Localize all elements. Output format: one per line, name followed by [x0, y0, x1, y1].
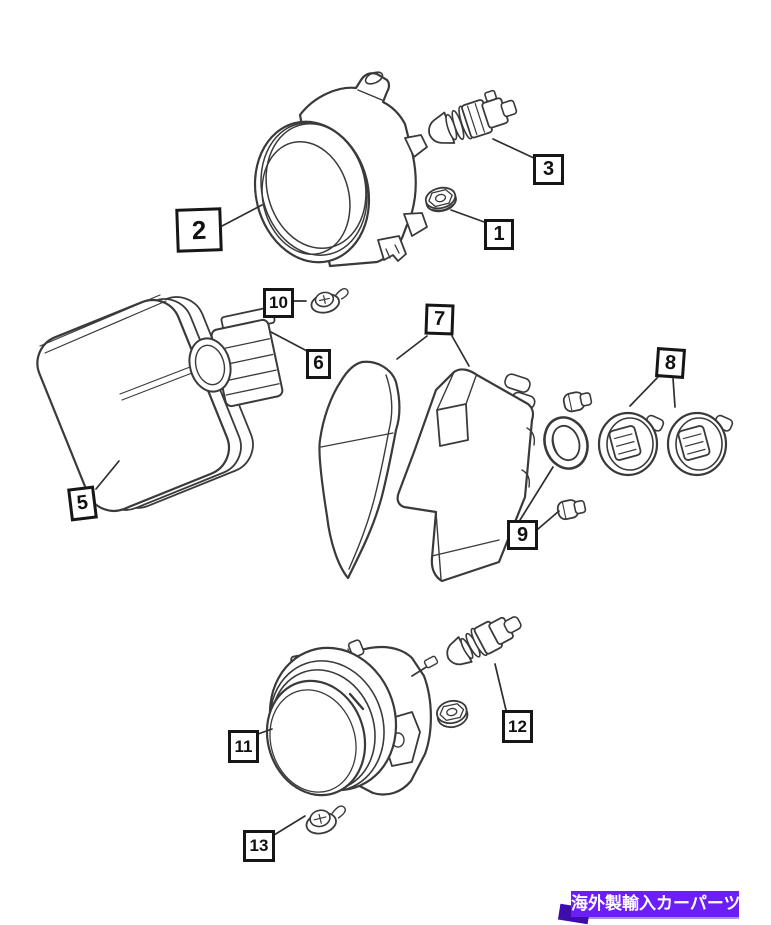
headlamp-nut-drawing: [424, 186, 457, 213]
small-bulb-bottom-drawing: [556, 499, 587, 521]
callout-3: 3: [533, 154, 564, 185]
screw-10-drawing: [310, 288, 349, 314]
callout-13: 13: [243, 830, 275, 862]
small-bulb-top-drawing: [562, 391, 593, 413]
shop-banner-text: 海外製輸入カーパーツ: [571, 894, 741, 913]
callout-11-number: 11: [234, 736, 253, 756]
callout-1: 1: [484, 219, 514, 250]
lamp-lens-drawing: [318, 360, 401, 580]
callout-5-number: 5: [75, 491, 90, 515]
shop-banner: 海外製輸入カーパーツ: [571, 891, 741, 917]
callout-9: 9: [507, 520, 538, 550]
callout-9-number: 9: [516, 523, 529, 546]
callout-11: 11: [228, 730, 259, 763]
callout-8: 8: [654, 347, 687, 379]
bulb-sockets-drawing: [597, 411, 735, 477]
callout-6: 6: [306, 349, 331, 379]
callout-7: 7: [424, 303, 455, 336]
callout-13-number: 13: [249, 836, 269, 855]
fog-bulb-drawing: [446, 616, 522, 666]
callout-7-number: 7: [433, 307, 446, 331]
lamp-housing-drawing: [396, 368, 536, 583]
fog-lamp-drawing: [265, 639, 439, 797]
leader-lines: [95, 138, 676, 836]
callout-8-number: 8: [664, 351, 677, 374]
callout-2-number: 2: [191, 214, 207, 245]
callout-12-number: 12: [508, 716, 527, 736]
callout-12: 12: [502, 710, 533, 743]
seal-ring-drawing: [543, 416, 589, 470]
callout-6-number: 6: [313, 353, 324, 374]
callout-10: 10: [263, 288, 294, 318]
callout-3-number: 3: [542, 158, 555, 180]
side-marker-socket-drawing: [188, 306, 284, 408]
callout-2: 2: [175, 207, 223, 253]
callout-1-number: 1: [493, 223, 505, 245]
callout-5: 5: [67, 485, 98, 522]
headlamp-bulb-drawing: [428, 89, 518, 144]
fog-nut-drawing: [436, 699, 469, 729]
screw-13-drawing: [305, 805, 346, 835]
callout-10-number: 10: [269, 293, 288, 312]
headlamp-assembly-drawing: [253, 71, 428, 268]
